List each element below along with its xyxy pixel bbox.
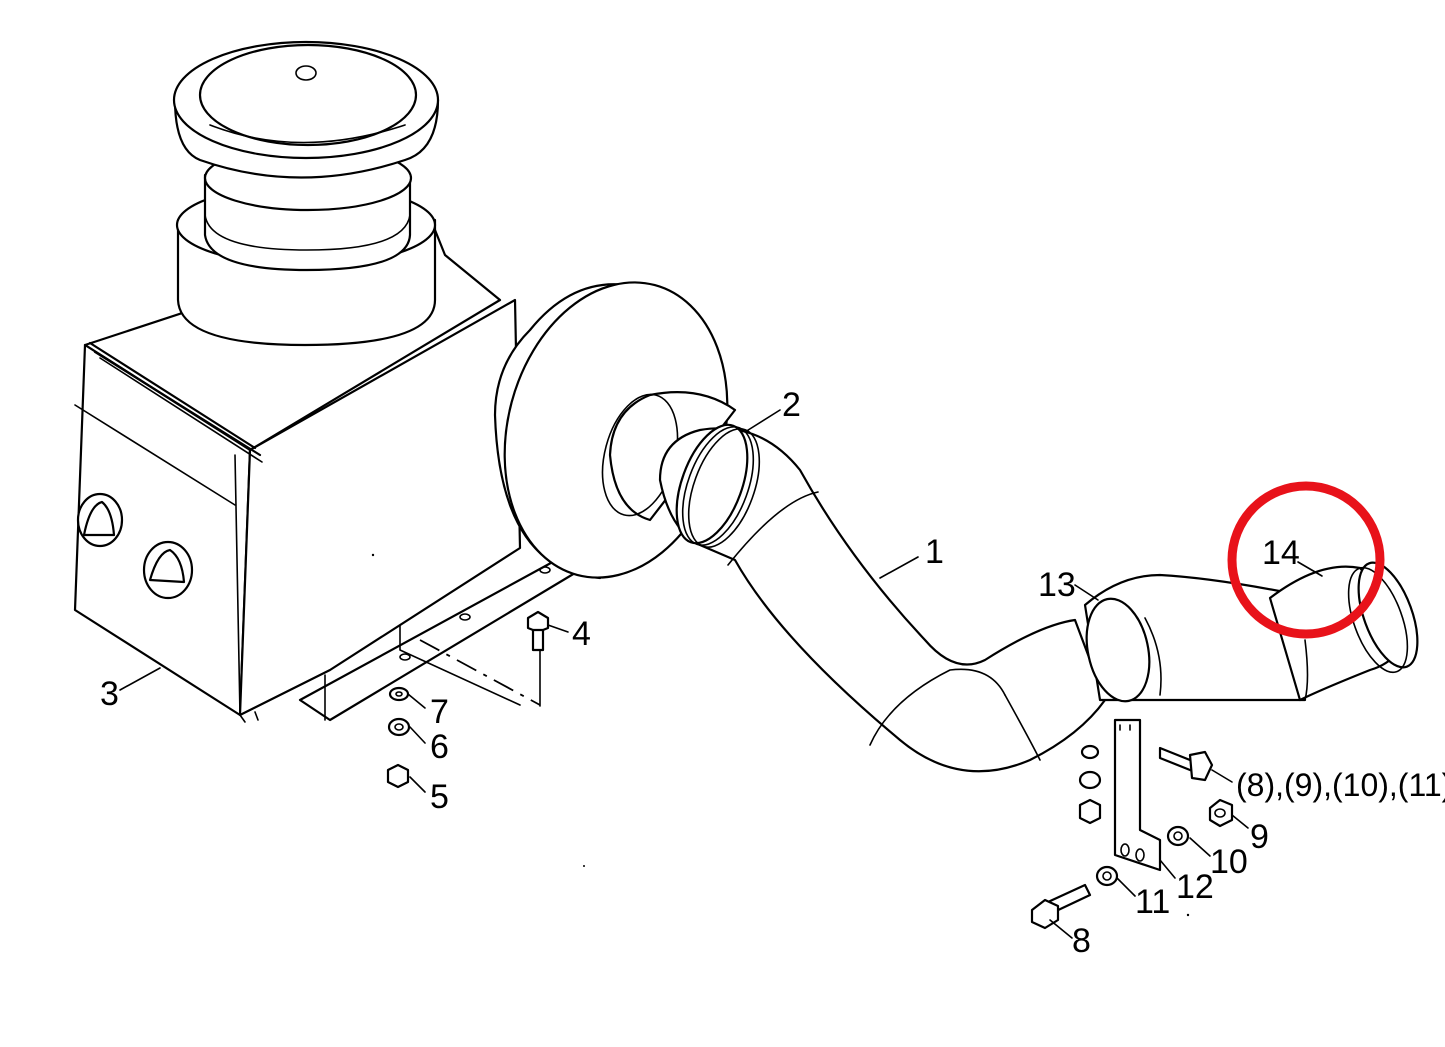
lockwasher-10 [1166, 825, 1190, 847]
callout-2: 2 [782, 386, 801, 424]
callout-5: 5 [430, 778, 449, 816]
callout-1: 1 [925, 533, 944, 571]
bolt-4 [526, 610, 550, 652]
callout-11: 11 [1135, 883, 1170, 921]
nut-5 [386, 763, 410, 789]
callout-13: 13 [1038, 566, 1076, 604]
callout-14: 14 [1262, 534, 1300, 572]
precleaner-stack [172, 40, 440, 347]
callout-8: 8 [1072, 922, 1091, 960]
callout-8-group: (8),(9),(10),(11) [1236, 767, 1445, 803]
air-cleaner-housing [73, 228, 582, 723]
nut-9 [1208, 798, 1234, 828]
callout-3: 3 [100, 675, 119, 713]
leader-lines [119, 409, 1323, 939]
stacked-hardware-center [1078, 744, 1102, 825]
callout-labels: 2 1 3 4 7 6 5 13 14 (8),(9),(10),(11) 9 … [100, 386, 1445, 960]
highlight-circle [1227, 481, 1385, 639]
callout-4: 4 [572, 615, 591, 653]
outlet-pipe [1083, 561, 1419, 703]
callout-12: 12 [1176, 868, 1214, 906]
washer-7 [388, 686, 410, 702]
bolt-upper [1158, 746, 1214, 782]
front-button-right [142, 540, 194, 600]
callout-10: 10 [1210, 843, 1248, 881]
intake-hose [658, 423, 1107, 773]
lockwasher-6 [387, 717, 411, 737]
washer-11 [1095, 865, 1119, 887]
callout-9: 9 [1250, 818, 1269, 856]
callout-7: 7 [430, 693, 449, 731]
front-button-left [76, 492, 124, 548]
callout-6: 6 [430, 728, 449, 766]
mounting-bracket [1113, 718, 1162, 872]
